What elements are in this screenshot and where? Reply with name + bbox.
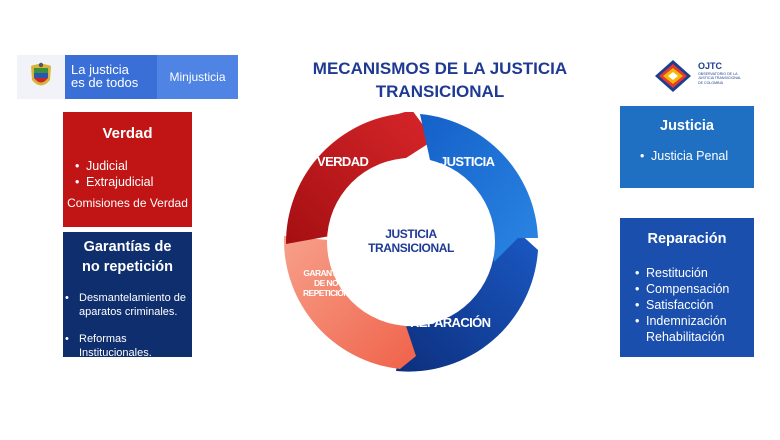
ojtc-name: OJTC	[698, 61, 723, 71]
list-item: Compensación	[635, 281, 754, 297]
verdad-box-note: Comisiones de Verdad	[67, 196, 188, 210]
garantias-box: Garantías de no repetición Desmantelamie…	[63, 232, 192, 360]
garantias-list: Desmantelamiento de aparatos criminales.…	[65, 291, 192, 360]
cycle-label-justicia: JUSTICIA	[440, 154, 495, 169]
colombia-seal-icon	[17, 55, 65, 99]
cycle-label-garantias-line3: REPETICIÓN	[303, 288, 350, 298]
list-item: Reformas Institucionales.	[65, 332, 192, 360]
verdad-box-title: Verdad	[102, 125, 153, 142]
list-item-line: aparatos criminales.	[79, 306, 178, 318]
minjusticia-logo: La justicia es de todos Minjusticia	[17, 55, 238, 99]
verdad-list: Judicial Extrajudicial	[75, 158, 192, 190]
garantias-arrow	[283, 236, 416, 369]
list-item: Judicial	[75, 158, 192, 174]
ojtc-subtitle-line2: JUSTICIA TRANSICIONAL	[698, 76, 742, 81]
list-item-line: Institucionales.	[79, 347, 152, 359]
verdad-box: Verdad Judicial Extrajudicial Comisiones…	[63, 112, 192, 227]
center-label-line1: JUSTICIA	[385, 227, 437, 241]
reparacion-arrow	[396, 230, 538, 372]
garantias-box-title: Garantías de no repetición	[63, 237, 192, 277]
justicia-arrow	[420, 114, 538, 262]
reparacion-box-title: Reparación	[647, 231, 727, 247]
logo-slogan: La justicia es de todos	[65, 55, 157, 99]
justicia-list: Justicia Penal	[640, 148, 754, 164]
list-item: Desmantelamiento de aparatos criminales.	[65, 291, 192, 319]
center-circle	[327, 158, 495, 326]
cycle-label-garantias-line2: DE NO	[314, 278, 339, 288]
garantias-box-title-line2: no repetición	[81, 259, 174, 275]
garantias-box-title-line1: Garantías de	[83, 239, 172, 255]
list-item: Justicia Penal	[640, 148, 754, 164]
verdad-arrow	[285, 112, 434, 244]
center-label-line2: TRANSICIONAL	[368, 241, 454, 255]
ojtc-subtitle-line1: OBSERVATORIO DE LA	[698, 72, 738, 76]
reparacion-extra: Rehabilitación	[646, 330, 725, 344]
list-item: Restitución	[635, 265, 754, 281]
cycle-diagram: VERDAD JUSTICIA GARANTÍAS DE NO REPETICI…	[280, 112, 542, 372]
page-title: MECANISMOS DE LA JUSTICIA TRANSICIONAL	[280, 57, 600, 103]
logo-slogan-line1: La justicia	[71, 62, 129, 77]
reparacion-list: Restitución Compensación Satisfacción In…	[635, 265, 754, 329]
logo-ministry: Minjusticia	[157, 55, 238, 99]
list-item: Indemnización	[635, 313, 754, 329]
justicia-box: Justicia Justicia Penal	[620, 106, 754, 188]
ojtc-subtitle: OBSERVATORIO DE LA JUSTICIA TRANSICIONAL…	[698, 72, 760, 85]
list-item: Extrajudicial	[75, 174, 192, 190]
list-item: Satisfacción	[635, 297, 754, 313]
cycle-label-garantias-line1: GARANTÍAS	[303, 268, 349, 278]
page-title-line2: TRANSICIONAL	[375, 82, 505, 101]
reparacion-box: Reparación Restitución Compensación Sati…	[620, 218, 754, 357]
justicia-box-title: Justicia	[660, 118, 714, 134]
list-item-line: Reformas	[79, 333, 127, 345]
list-item-line: Desmantelamiento de	[79, 292, 187, 304]
cycle-label-garantias: GARANTÍAS DE NO REPETICIÓN	[294, 268, 358, 298]
cycle-label-reparacion: REPARACIÓN	[410, 315, 491, 330]
logo-slogan-line2: es de todos	[71, 75, 139, 90]
ojtc-emblem-icon	[655, 60, 691, 92]
page-title-line1: MECANISMOS DE LA JUSTICIA	[312, 59, 568, 78]
center-label: JUSTICIA TRANSICIONAL	[351, 227, 471, 255]
ojtc-subtitle-line3: DE COLOMBIA	[698, 80, 723, 85]
cycle-label-verdad: VERDAD	[317, 154, 369, 169]
ojtc-logo: OJTC OBSERVATORIO DE LA JUSTICIA TRANSIC…	[651, 58, 761, 94]
